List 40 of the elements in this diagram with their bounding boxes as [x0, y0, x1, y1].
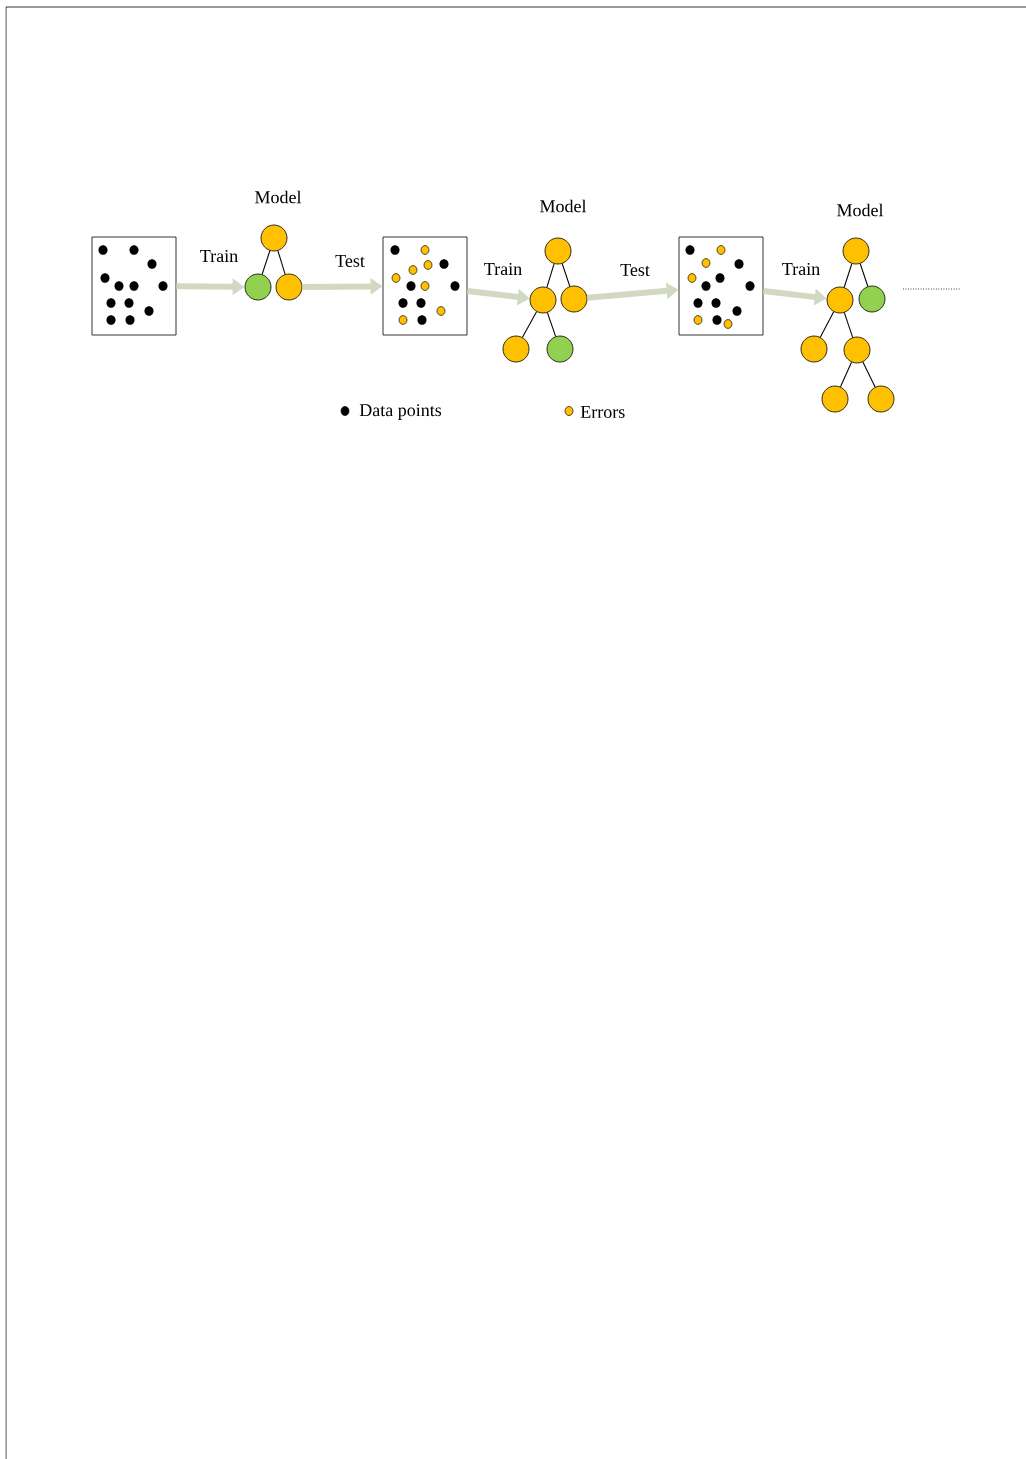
tree-node-circle: [502, 335, 530, 363]
edge-label: Test: [335, 255, 365, 267]
tree-node-circle: [275, 273, 303, 301]
tree-node-circle: [821, 385, 849, 413]
tree-node-circle: [842, 237, 870, 265]
tree-branch-line: [843, 263, 853, 288]
tree-node-circle: [867, 385, 895, 413]
data-box: [91, 236, 177, 336]
tree-branch-line: [859, 263, 869, 287]
tree-node-circle: [560, 285, 588, 313]
tree-title: Model: [540, 199, 587, 213]
tree-title: Model: [255, 190, 302, 204]
tree-node-circle: [244, 273, 272, 301]
tree-branch-line: [277, 250, 286, 275]
data-box: [678, 236, 764, 336]
edge-label: Train: [782, 262, 820, 276]
data-box: [382, 236, 468, 336]
tree-branch-line: [521, 311, 538, 338]
tree-node-circle: [546, 335, 574, 363]
tree-node-circle: [800, 335, 828, 363]
tree-branch-line: [261, 250, 271, 275]
tree-branch-line: [843, 312, 854, 338]
tree-node-circle: [858, 285, 886, 313]
edge-label: Train: [200, 249, 238, 263]
tree-branch-line: [862, 361, 876, 388]
tree-node-circle: [544, 237, 572, 265]
edge-label: Test: [620, 264, 650, 276]
edge-label: Train: [484, 262, 522, 276]
legend-label: Errors: [580, 406, 625, 418]
tree-branch-line: [839, 361, 853, 388]
legend-label: Data points: [359, 404, 442, 420]
tree-branch-line: [561, 263, 571, 287]
tree-title: Model: [837, 203, 884, 217]
tree-node-circle: [529, 286, 557, 314]
tree-branch-line: [546, 263, 555, 288]
tree-node-circle: [826, 286, 854, 314]
tree-branch-line: [546, 312, 557, 337]
tree-branch-line: [819, 311, 835, 338]
tree-node-circle: [843, 336, 871, 364]
tree-node-circle: [260, 224, 288, 252]
